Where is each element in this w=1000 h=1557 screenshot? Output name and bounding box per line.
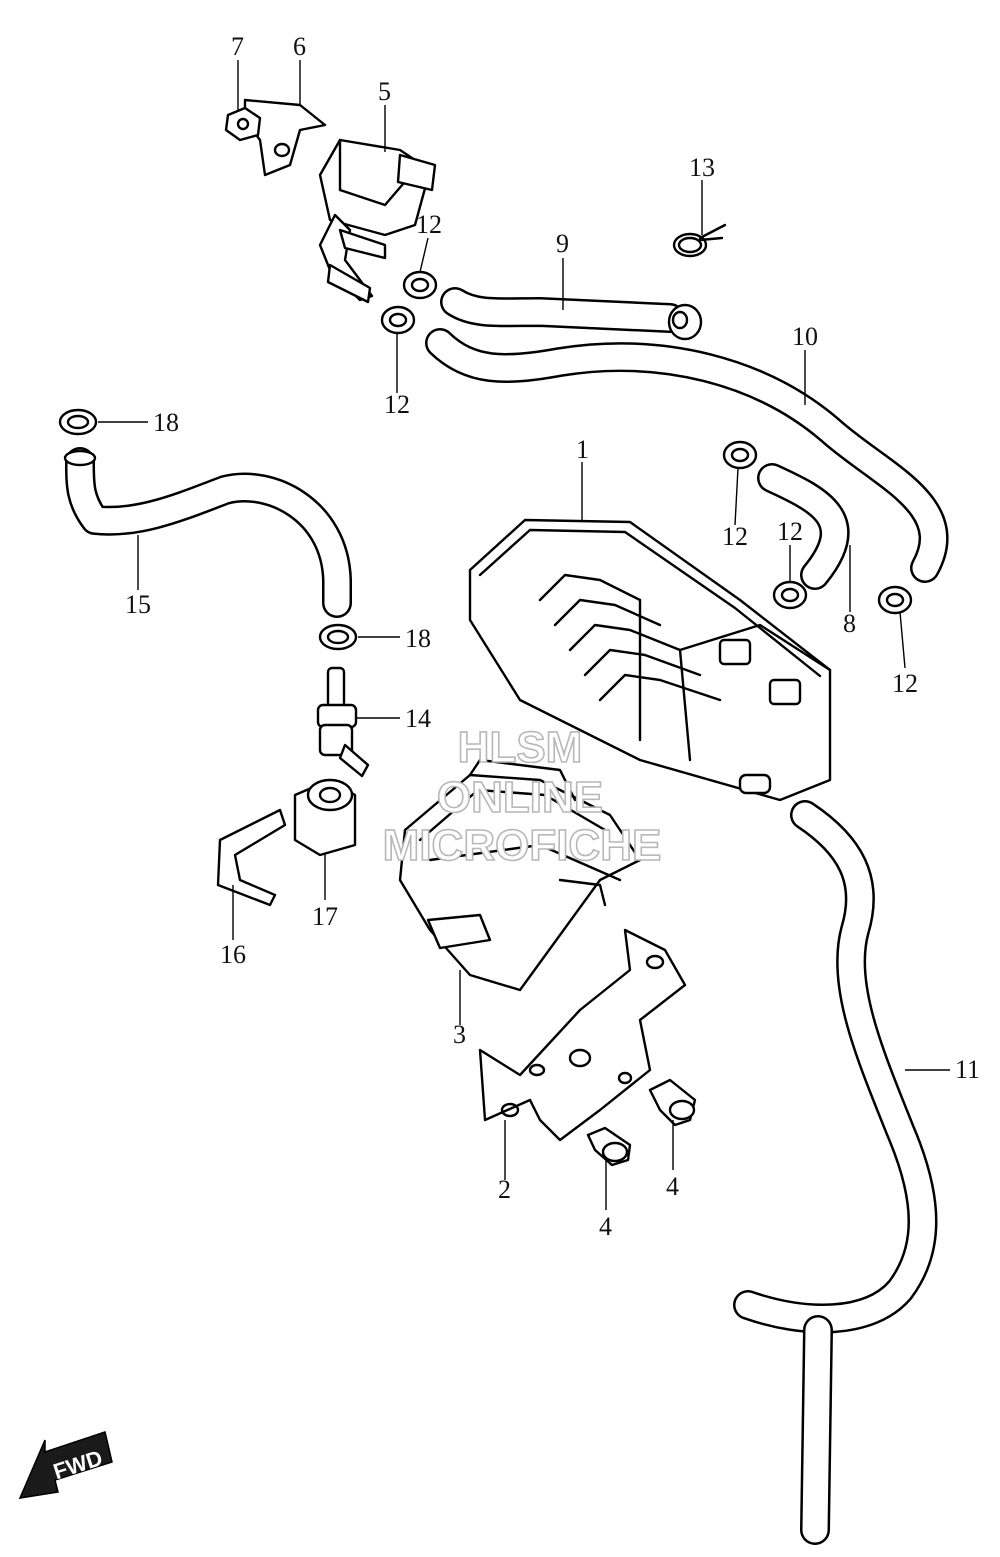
callout-2: 2 xyxy=(498,1175,511,1204)
leader-lines xyxy=(98,60,950,1210)
clip-12e xyxy=(877,585,913,615)
callout-12c: 12 xyxy=(722,522,748,551)
nut-7 xyxy=(224,106,262,142)
callout-5: 5 xyxy=(378,77,391,106)
callout-12e: 12 xyxy=(892,669,918,698)
callout-12d: 12 xyxy=(777,517,803,546)
clip-18a xyxy=(58,408,98,436)
callout-9: 9 xyxy=(556,229,569,258)
clip-12d xyxy=(772,580,808,610)
solenoid-valve xyxy=(318,138,437,304)
callout-15: 15 xyxy=(125,590,151,619)
hose-9 xyxy=(440,287,703,341)
hose-15 xyxy=(63,447,352,618)
callout-13: 13 xyxy=(689,153,715,182)
hose-10 xyxy=(425,328,949,583)
callout-1: 1 xyxy=(576,435,589,464)
clip-12c xyxy=(722,440,758,470)
clip-18b xyxy=(318,623,358,651)
watermark: HLSM ONLINE MICROFICHE xyxy=(382,722,662,871)
clip-13 xyxy=(672,223,727,258)
callout-4b: 4 xyxy=(599,1212,612,1241)
watermark-line-1: HLSM xyxy=(458,723,583,772)
callout-10: 10 xyxy=(792,322,818,351)
callout-17: 17 xyxy=(312,902,338,931)
callout-6: 6 xyxy=(293,32,306,61)
fwd-arrow-icon: FWD xyxy=(18,1431,113,1499)
clamp-16 xyxy=(216,808,287,907)
bolt-4b xyxy=(586,1126,632,1167)
callout-8: 8 xyxy=(843,609,856,638)
joint-14 xyxy=(316,666,370,778)
callout-11: 11 xyxy=(955,1055,980,1084)
callout-3: 3 xyxy=(453,1020,466,1049)
callout-18b: 18 xyxy=(405,624,431,653)
cushion-17 xyxy=(293,778,357,857)
callout-4a: 4 xyxy=(666,1172,679,1201)
hose-11 xyxy=(733,800,938,1545)
callout-7: 7 xyxy=(231,32,244,61)
holder xyxy=(398,758,642,992)
callout-12b: 12 xyxy=(384,390,410,419)
callout-18a: 18 xyxy=(153,408,179,437)
callout-12a: 12 xyxy=(416,210,442,239)
watermark-line-2: ONLINE xyxy=(437,773,603,822)
hose-8 xyxy=(757,463,850,590)
mount-bracket-6 xyxy=(243,98,327,177)
bolt-4a xyxy=(648,1078,697,1127)
callout-14: 14 xyxy=(405,704,431,733)
callout-numbers: 1 2 3 4 4 5 6 7 8 9 10 11 12 12 12 12 12… xyxy=(125,32,980,1241)
watermark-line-3: MICROFICHE xyxy=(383,821,662,870)
bracket xyxy=(478,928,687,1142)
clip-12b xyxy=(380,305,416,335)
callout-16: 16 xyxy=(220,940,246,969)
clip-12a xyxy=(402,270,438,300)
canister xyxy=(468,518,832,802)
